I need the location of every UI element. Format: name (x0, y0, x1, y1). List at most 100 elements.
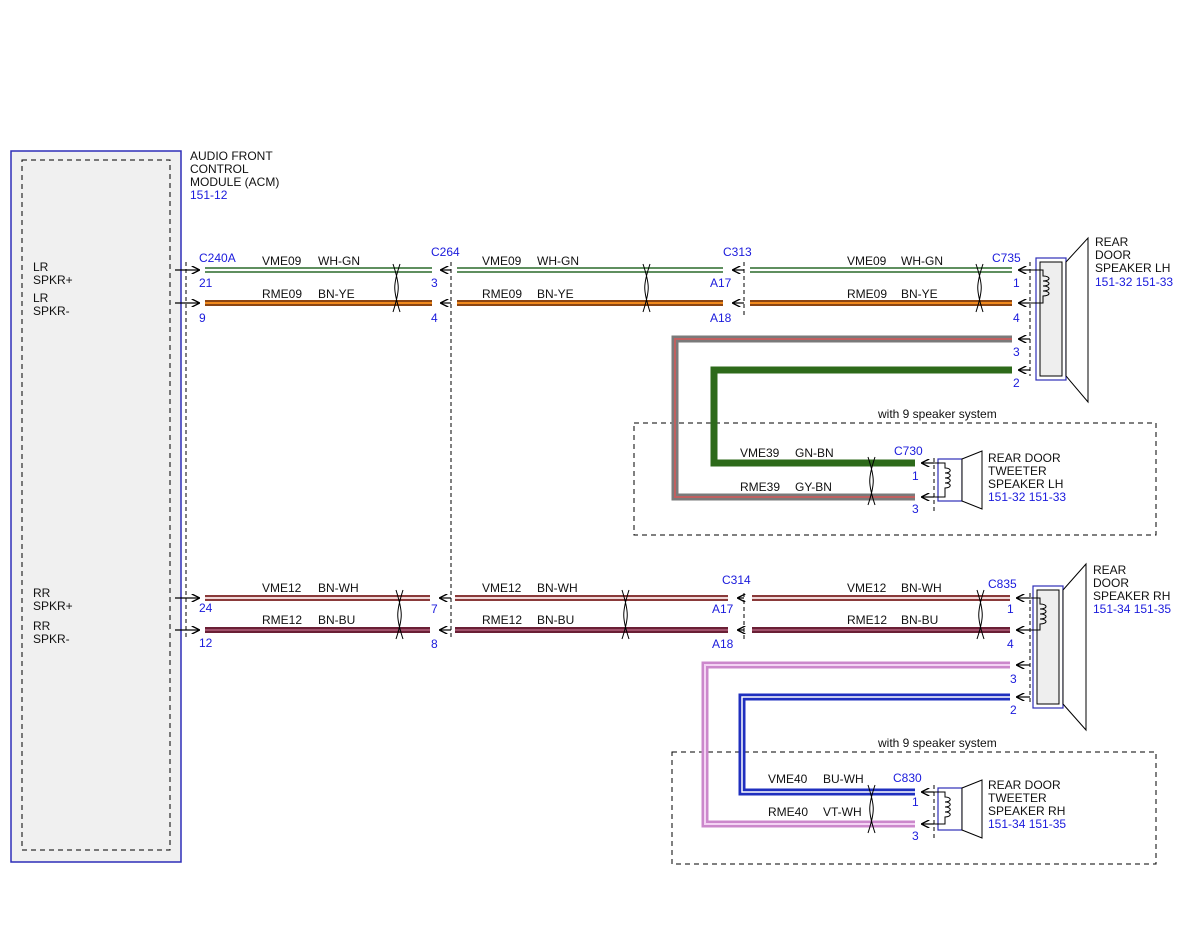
module-title-line-1: AUDIO FRONT (190, 149, 273, 163)
rear-door-speaker-lh: REAR DOOR SPEAKER LH 151-32 151-33 (1030, 235, 1173, 404)
wire-vme39 (710, 366, 1012, 467)
tweeter-rh-refs: 151-34 151-35 (988, 817, 1066, 831)
label-bn-ye-3: BN-YE (901, 287, 938, 301)
rr-spkr-pos-label-1: RR (33, 586, 51, 600)
twist-markers (392, 263, 985, 834)
tweeter-lh-refs: 151-32 151-33 (988, 490, 1066, 504)
speaker-lh-coil-icon (1030, 269, 1050, 304)
module-outline (10, 150, 182, 863)
pin-c730-1: 1 (912, 469, 919, 483)
connector-boundaries (185, 262, 1031, 840)
connector-c830: C830 (893, 771, 922, 785)
label-bn-bu-1: BN-BU (318, 613, 355, 627)
pin-c830-1: 1 (912, 795, 919, 809)
label-wh-gn-1: WH-GN (318, 254, 360, 268)
label-rme09-2: RME09 (482, 287, 522, 301)
pin-c264-8: 8 (431, 637, 438, 651)
pin-c835-4: 4 (1007, 637, 1014, 651)
pin-c735-1: 1 (1013, 276, 1020, 290)
nine-speaker-box-lh (633, 422, 1157, 536)
lr-spkr-neg-label-2: SPKR- (33, 304, 70, 318)
connector-c264: C264 (431, 245, 460, 259)
connector-ids: C240A C264 C313 C735 C314 C835 C730 C830 (199, 245, 1021, 785)
label-vme12-1: VME12 (262, 581, 302, 595)
pin-c264-7: 7 (431, 602, 438, 616)
label-bn-bu-2: BN-BU (537, 613, 574, 627)
pin-c730-3: 3 (912, 502, 919, 516)
pin-numbers: 21 9 24 12 3 4 7 8 A17 A18 A17 A18 1 4 3… (199, 276, 1020, 843)
wire-vme40 (738, 693, 1010, 796)
connector-c313: C313 (723, 245, 752, 259)
tweeter-lh-coil-icon (934, 462, 951, 498)
speaker-rh-cone-icon (1062, 562, 1087, 732)
speaker-lh-line-2: DOOR (1095, 248, 1131, 262)
pin-c735-2: 2 (1013, 376, 1020, 390)
label-gn-bn: GN-BN (795, 446, 834, 460)
speaker-rh-body (1036, 589, 1060, 705)
pin-21: 21 (199, 276, 213, 290)
connector-c730: C730 (894, 444, 923, 458)
label-vme09-2: VME09 (482, 254, 522, 268)
connector-c735: C735 (992, 251, 1021, 265)
label-bn-bu-3: BN-BU (901, 613, 938, 627)
pin-c313-a18: A18 (710, 311, 732, 325)
pin-c264-4: 4 (431, 311, 438, 325)
pin-c264-3: 3 (431, 276, 438, 290)
speaker-rh-line-2: DOOR (1093, 576, 1129, 590)
module-inner-box (21, 159, 171, 851)
label-rme12-3: RME12 (847, 613, 887, 627)
label-vme09-1: VME09 (262, 254, 302, 268)
tweeter-rh-coil-icon (934, 791, 951, 825)
nine-speaker-label-rh: with 9 speaker system (877, 736, 997, 750)
label-rme39: RME39 (740, 480, 780, 494)
label-rme40: RME40 (768, 805, 808, 819)
nine-speaker-box-rh (671, 751, 1157, 865)
label-vme09-3: VME09 (847, 254, 887, 268)
label-rme12-2: RME12 (482, 613, 522, 627)
pin-c314-a17: A17 (712, 602, 734, 616)
speaker-rh-coil-icon (1030, 597, 1047, 631)
lr-spkr-pos-label-1: LR (33, 260, 49, 274)
label-rme09-3: RME09 (847, 287, 887, 301)
tweeter-rh-cone-icon (961, 779, 983, 839)
lr-spkr-pos-label-2: SPKR+ (33, 273, 73, 287)
speaker-lh-body (1039, 261, 1063, 377)
label-vt-wh: VT-WH (823, 805, 862, 819)
nine-speaker-label-lh: with 9 speaker system (877, 407, 997, 421)
wire-rme39 (671, 335, 1012, 501)
speaker-lh-line-1: REAR (1095, 235, 1129, 249)
tweeter-rh-line-3: SPEAKER RH (988, 804, 1065, 818)
label-rme09-1: RME09 (262, 287, 302, 301)
module-title-line-3: MODULE (ACM) (190, 175, 279, 189)
wire-rme40 (701, 661, 1010, 828)
module-ref: 151-12 (190, 188, 228, 202)
tweeter-lh-line-3: SPEAKER LH (988, 477, 1063, 491)
pin-12: 12 (199, 636, 213, 650)
label-bn-wh-2: BN-WH (537, 581, 578, 595)
speaker-rh-line-1: REAR (1093, 563, 1127, 577)
label-bn-wh-1: BN-WH (318, 581, 359, 595)
label-bu-wh: BU-WH (823, 772, 864, 786)
label-bn-wh-3: BN-WH (901, 581, 942, 595)
pin-c735-3: 3 (1013, 345, 1020, 359)
speaker-lh-cone-icon (1065, 236, 1089, 404)
audio-front-control-module: AUDIO FRONT CONTROL MODULE (ACM) 151-12 … (10, 149, 279, 863)
pin-c314-a18: A18 (712, 637, 734, 651)
connector-c835: C835 (988, 577, 1017, 591)
label-wh-gn-3: WH-GN (901, 254, 943, 268)
label-vme12-2: VME12 (482, 581, 522, 595)
rear-door-tweeter-speaker-lh: REAR DOOR TWEETER SPEAKER LH 151-32 151-… (934, 450, 1066, 510)
rr-spkr-neg-label-1: RR (33, 619, 51, 633)
rear-door-tweeter-speaker-rh: REAR DOOR TWEETER SPEAKER RH 151-34 151-… (934, 778, 1066, 839)
label-bn-ye-1: BN-YE (318, 287, 355, 301)
label-bn-ye-2: BN-YE (537, 287, 574, 301)
connector-c240a: C240A (199, 251, 236, 265)
tweeter-rh-line-2: TWEETER (988, 791, 1047, 805)
speaker-lh-line-3: SPEAKER LH (1095, 261, 1170, 275)
connector-arrows (175, 270, 1030, 824)
connector-c314: C314 (722, 573, 751, 587)
pin-c835-1: 1 (1007, 602, 1014, 616)
tweeter-lh-line-2: TWEETER (988, 464, 1047, 478)
pin-9: 9 (199, 311, 206, 325)
